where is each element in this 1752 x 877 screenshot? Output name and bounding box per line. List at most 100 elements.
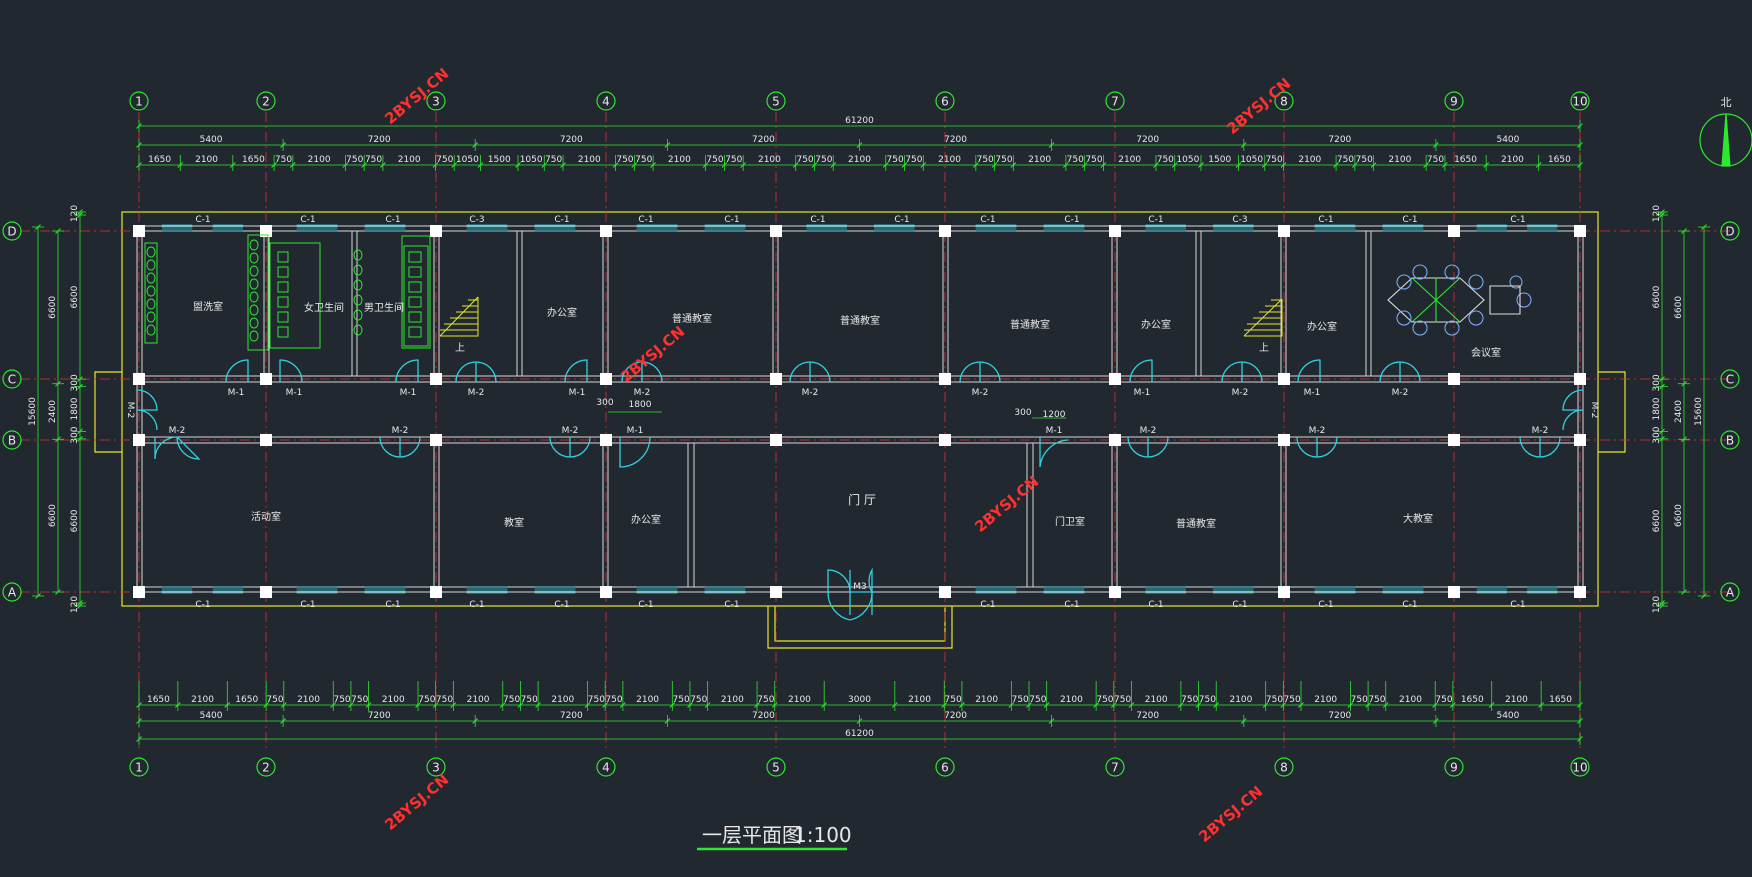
dim-detail-top-value: 2100	[848, 155, 871, 165]
washbasin-icon	[146, 259, 156, 271]
axis-bubble-top-5-circle	[766, 91, 786, 111]
dim-detail-bottom-slash	[602, 702, 609, 708]
axis-bubble-top-4-label: 4	[602, 95, 610, 109]
dim-detail-top-value: 1650	[148, 155, 171, 165]
dim-detail-top-slash	[477, 162, 484, 168]
axis-bubble-top-9-label: 9	[1450, 95, 1458, 109]
window-tag-north: C-1	[724, 215, 739, 225]
dim-detail-top-value: 1500	[488, 155, 511, 165]
column-1B	[133, 434, 145, 446]
dim-right-outer-value: 15600	[1694, 397, 1704, 426]
toilet-icon	[249, 330, 259, 342]
dim-detail-bottom-value: 2100	[551, 695, 574, 705]
dim-detail-bottom-slash	[1280, 702, 1287, 708]
dim-bays-bottom-slash	[472, 718, 479, 724]
dim-detail-bottom-slash	[821, 702, 828, 708]
dim-detail-bottom-slash	[136, 702, 142, 708]
dim-detail-top-slash	[1100, 162, 1107, 168]
room-meeting: 会议室	[1471, 346, 1501, 359]
door-tag-south: M-2	[392, 426, 409, 436]
axis-bubble-top-10-circle	[1570, 91, 1590, 111]
dim-bays-bottom-slash	[856, 718, 863, 724]
dim-detail-bottom-value: 750	[1029, 695, 1046, 705]
dim-bays-bottom-value: 7200	[1328, 711, 1351, 721]
dim-detail-top-value: 2100	[668, 155, 691, 165]
north-label: 北	[1721, 96, 1732, 109]
window-tag-north: C-1	[1402, 215, 1417, 225]
dim-right-outer-slash	[1701, 593, 1707, 599]
column-9B	[1448, 434, 1460, 446]
dim-detail-top-value: 750	[815, 155, 832, 165]
dim-detail-top-value: 1500	[1208, 155, 1231, 165]
axis-bubble-right-A-label: A	[1726, 586, 1735, 600]
dim-left-rows-value: 6600	[48, 504, 58, 527]
dim-detail-top-value: 1050	[1240, 155, 1263, 165]
door-tag-south: M-2	[169, 426, 186, 436]
window-tag-south: C-1	[195, 600, 210, 610]
window-tag-south: C-1	[300, 600, 315, 610]
dim-detail-top-value: 2100	[1501, 155, 1524, 165]
dim-left-rows-value: 2400	[48, 400, 58, 423]
column-4A	[600, 586, 612, 598]
column-5C	[770, 373, 782, 385]
washbasin-icon	[146, 298, 156, 310]
toilet-stall-icon	[277, 296, 289, 308]
dim-detail-bottom-value: 750	[757, 695, 774, 705]
dim-detail-top-value: 2100	[938, 155, 961, 165]
dim-right-detail-value: 120	[1652, 205, 1662, 222]
column-5D	[770, 225, 782, 237]
dim-detail-top-slash	[541, 162, 548, 168]
room-guard: 门卫室	[1055, 515, 1085, 528]
dim-bays-top-slash	[1577, 142, 1583, 148]
dim-left-detail-value: 120	[70, 205, 80, 222]
axis-bubble-top-2-label: 2	[262, 95, 270, 109]
dim-detail-top-slash	[1423, 162, 1429, 168]
washbasin-icon	[146, 324, 156, 336]
dim-right-rows-slash	[1681, 436, 1687, 443]
dim-right-outer-slash	[1701, 224, 1707, 230]
dim-detail-bottom-value: 750	[1351, 695, 1368, 705]
dim-detail-top-slash	[1261, 162, 1268, 168]
column-9C	[1448, 373, 1460, 385]
dim-left-rows-value: 6600	[48, 296, 58, 319]
window-tag-north: C-1	[385, 215, 400, 225]
dim-detail-top-value: 2100	[758, 155, 781, 165]
dim-detail-bottom-slash	[771, 702, 778, 708]
dim-bays-top-value: 7200	[944, 135, 967, 145]
dim-right-detail-value: 1800	[1652, 397, 1662, 420]
window-tag-north: C-1	[894, 215, 909, 225]
axis-bubble-bottom-8-circle	[1274, 757, 1294, 777]
dim-total-bottom-value: 61200	[845, 729, 874, 739]
dim-detail-top-slash	[271, 162, 277, 168]
column-4C	[600, 373, 612, 385]
toilet-stall-icon	[408, 311, 422, 323]
door-tag-north: M-2	[468, 388, 485, 398]
room-office-3: 办公室	[1307, 320, 1337, 333]
dim-detail-top-slash	[229, 162, 236, 168]
dim-detail-bottom-slash	[1213, 702, 1220, 708]
washbasin-icon	[146, 272, 156, 284]
dim-bays-bottom-value: 7200	[368, 711, 391, 721]
dim-detail-bottom-slash	[499, 702, 506, 708]
column-8A	[1278, 586, 1290, 598]
dim-detail-bottom-value: 2100	[1399, 695, 1422, 705]
dim-detail-top-slash	[342, 162, 349, 168]
dim-bays-top-slash	[472, 142, 479, 148]
door-tag-main: M3	[853, 582, 867, 592]
dim-detail-bottom-value: 1650	[147, 695, 170, 705]
dim-detail-top-value: 1050	[520, 155, 543, 165]
axis-bubble-bottom-9-circle	[1444, 757, 1464, 777]
column-2A	[260, 586, 272, 598]
column-7D	[1109, 225, 1121, 237]
door-tag-north: M-1	[286, 388, 303, 398]
room-classroom-3: 普通教室	[1010, 318, 1050, 331]
axis-bubble-bottom-1-label: 1	[135, 761, 143, 775]
dim-right-detail-value: 300	[1652, 374, 1662, 391]
dim-detail-top-slash	[1577, 162, 1583, 168]
dim-bays-top-slash	[1433, 142, 1439, 148]
dim-detail-top-value: 750	[995, 155, 1012, 165]
column-3C	[430, 373, 442, 385]
dim-detail-bottom-value: 2100	[1229, 695, 1252, 705]
column-6A	[939, 586, 951, 598]
